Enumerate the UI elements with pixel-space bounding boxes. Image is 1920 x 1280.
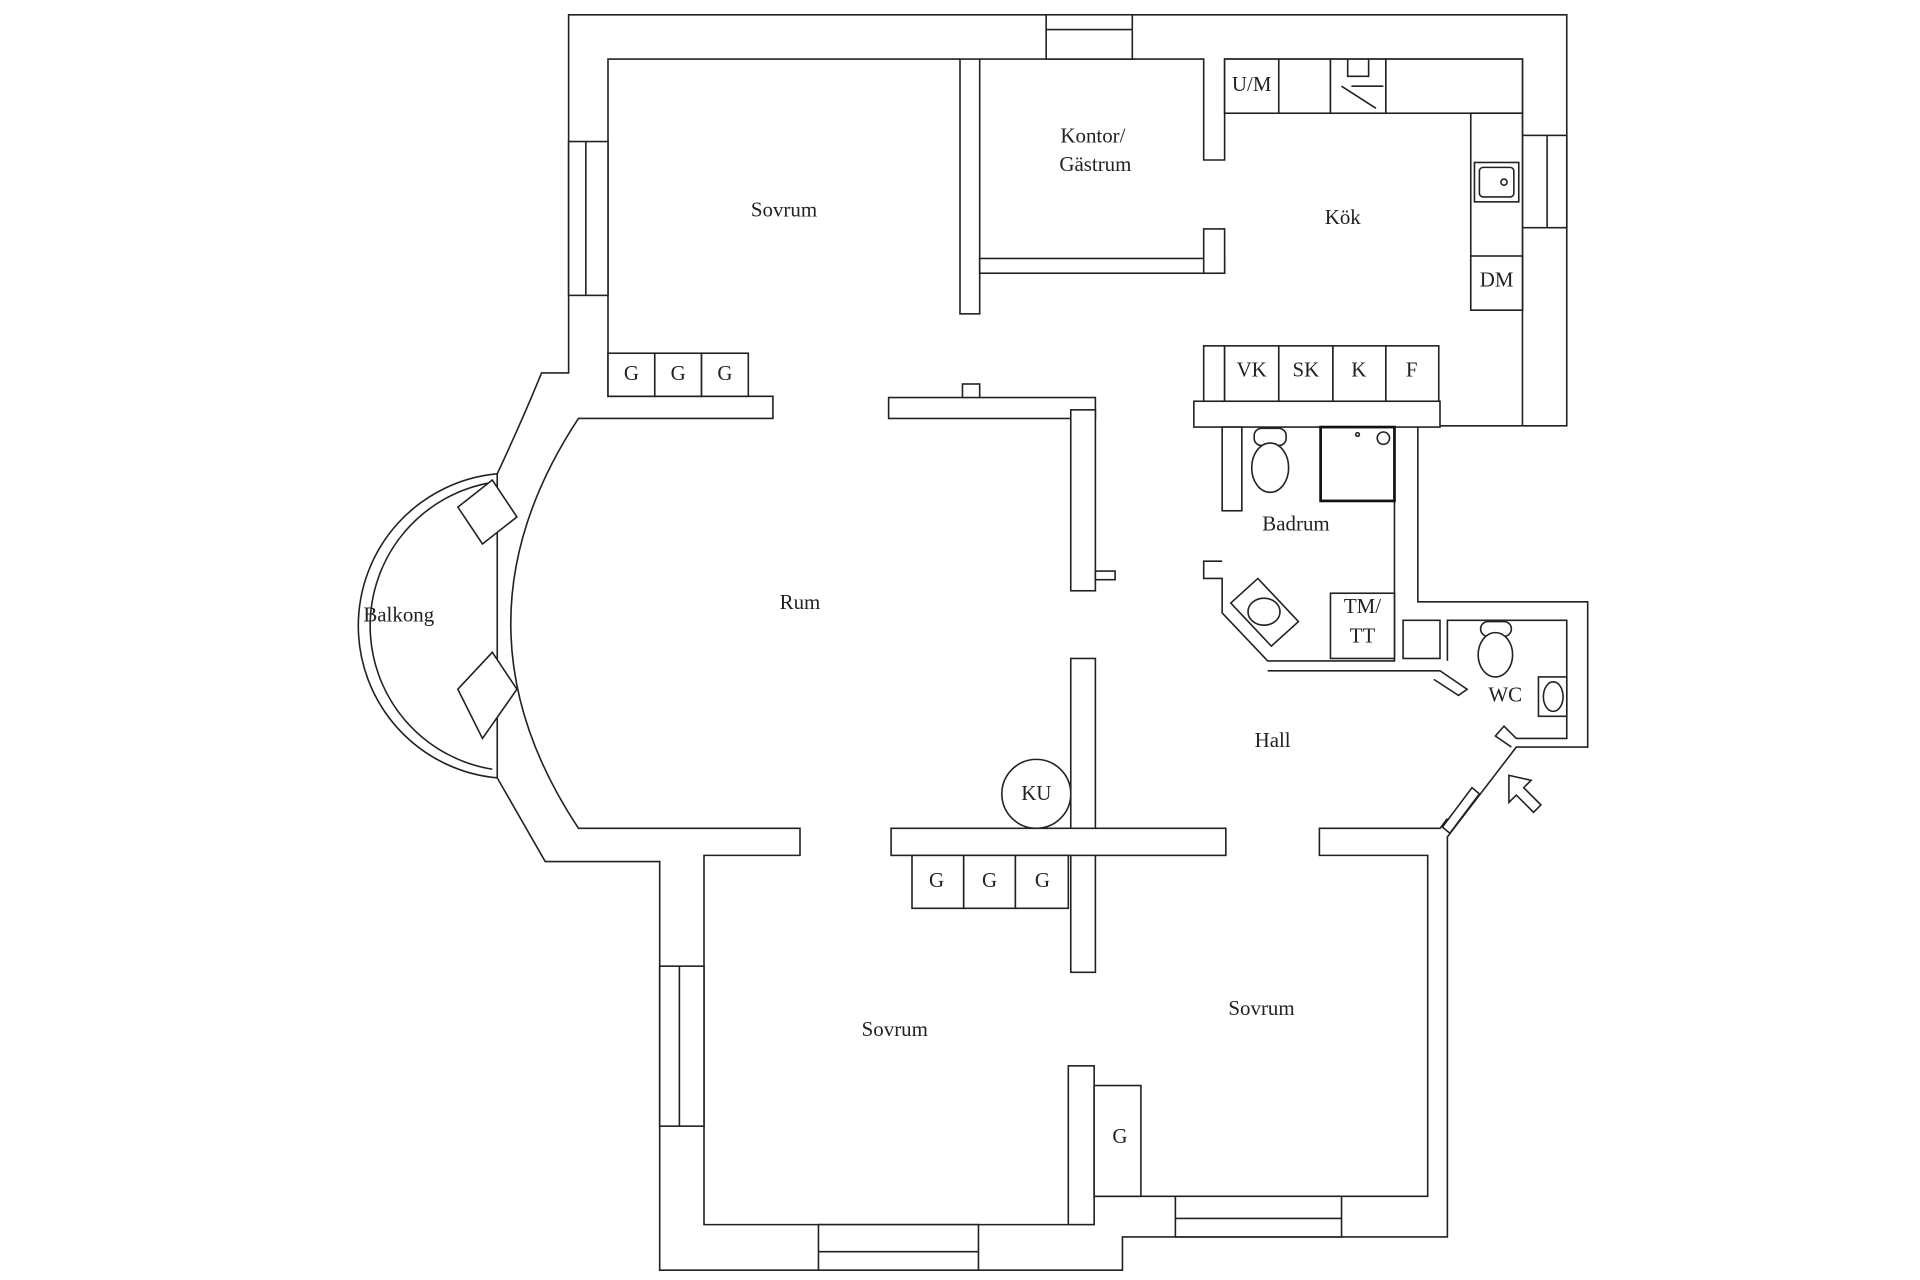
room-label-kok: Kök (1325, 205, 1362, 229)
closet-label: G (671, 361, 686, 385)
dm-label: DM (1480, 268, 1514, 292)
balcony-outline (357, 473, 498, 779)
wall (1067, 1065, 1095, 1226)
wall (1069, 657, 1097, 974)
closets-middle: G G G (911, 854, 1070, 910)
room-label-wc: WC (1488, 682, 1522, 706)
room-label-sovrum-bottom-right: Sovrum (1228, 996, 1294, 1020)
closets-top: G G G (607, 352, 750, 398)
room-label-hall: Hall (1255, 728, 1291, 752)
wall (890, 827, 1227, 857)
room-label-kontor: Kontor/ (1060, 124, 1125, 148)
sk-label: SK (1292, 357, 1319, 381)
stove-ku (1001, 758, 1072, 830)
wall (1193, 400, 1441, 428)
inner-wall-line (1267, 669, 1469, 697)
wall (961, 383, 981, 400)
toilet-icon (1477, 620, 1514, 678)
closet-label: G (982, 868, 997, 892)
exterior-wall (496, 13, 1589, 1271)
closet-label: G (717, 361, 732, 385)
closet-label: G (1112, 1124, 1127, 1148)
closet-label: G (929, 868, 944, 892)
balcony-rail (369, 481, 493, 771)
inner-wall-line (1094, 817, 1449, 1198)
entrance-arrow-icon (1508, 774, 1543, 814)
wall (959, 58, 981, 315)
tm-label: TM/ (1344, 594, 1381, 618)
closet-bottom-right (1093, 1084, 1142, 1198)
sink-icon (1537, 676, 1568, 718)
k-label: K (1351, 357, 1366, 381)
wall (1069, 409, 1097, 592)
inner-wall-line (1446, 619, 1568, 748)
tt-label: TT (1350, 623, 1376, 647)
counter (1385, 58, 1524, 115)
wall (1094, 570, 1116, 581)
wall (978, 257, 1226, 275)
shower-icon (1319, 425, 1396, 503)
ku-label: KU (1021, 781, 1051, 805)
cabinet (1402, 619, 1441, 660)
inner-wall-line (509, 58, 1069, 1226)
tm-tt-cabinet (1329, 592, 1396, 660)
closet-label: G (624, 361, 639, 385)
wall (1221, 426, 1243, 512)
room-label-balkong: Balkong (363, 602, 434, 626)
stove-icon (1329, 58, 1387, 115)
windows (456, 13, 1568, 1271)
room-label-rum: Rum (780, 590, 821, 614)
room-label-sovrum-bottom-left: Sovrum (862, 1017, 928, 1041)
vk-label: VK (1237, 357, 1267, 381)
room-label-gastrum: Gästrum (1059, 152, 1131, 176)
um-label: U/M (1232, 72, 1272, 96)
closet-label: G (1035, 868, 1050, 892)
room-label-badrum: Badrum (1262, 511, 1329, 535)
toilet-icon (1250, 427, 1290, 494)
appliance-row: VK SK K F (1202, 345, 1440, 403)
wall (887, 396, 1097, 420)
wall (1202, 228, 1226, 275)
inner-wall-line (1202, 425, 1396, 662)
dm-cabinet (1469, 255, 1524, 311)
f-label: F (1406, 357, 1418, 381)
sink-icon (1473, 161, 1520, 203)
sink-icon (1229, 577, 1300, 648)
room-label-sovrum-top: Sovrum (751, 197, 817, 221)
